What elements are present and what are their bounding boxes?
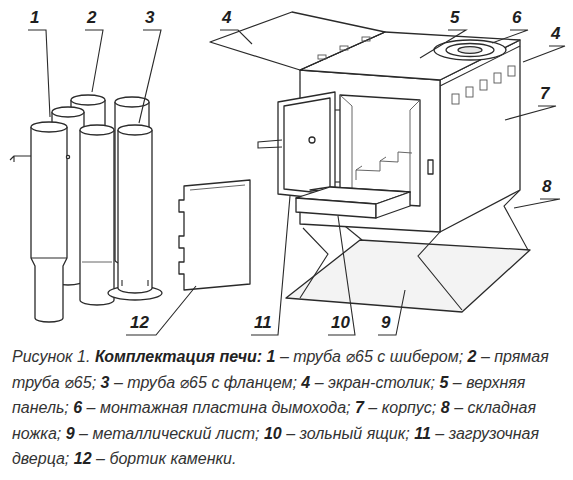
- callout-number: 8: [542, 177, 551, 197]
- callout-number: 10: [331, 313, 350, 333]
- figure-caption: Рисунок 1. Комплектация печи: 1 – труба …: [12, 344, 564, 472]
- stove-illustration: [0, 0, 573, 340]
- callout-number: 12: [130, 313, 149, 333]
- callout-number: 6: [512, 8, 521, 28]
- stove-body: [210, 12, 520, 232]
- callout-number: 4: [222, 8, 231, 28]
- callout-number: 3: [145, 8, 154, 28]
- pipe-set: [10, 95, 162, 322]
- callout-number: 4: [551, 24, 560, 44]
- leader-lines: [28, 30, 565, 335]
- callout-number: 9: [381, 313, 390, 333]
- callout-number: 1: [30, 8, 39, 28]
- callout-number: 11: [254, 313, 272, 333]
- stone-rim-panel: [179, 180, 250, 290]
- callout-number: 5: [450, 8, 459, 28]
- callout-number: 7: [540, 84, 549, 104]
- callout-number: 2: [87, 8, 96, 28]
